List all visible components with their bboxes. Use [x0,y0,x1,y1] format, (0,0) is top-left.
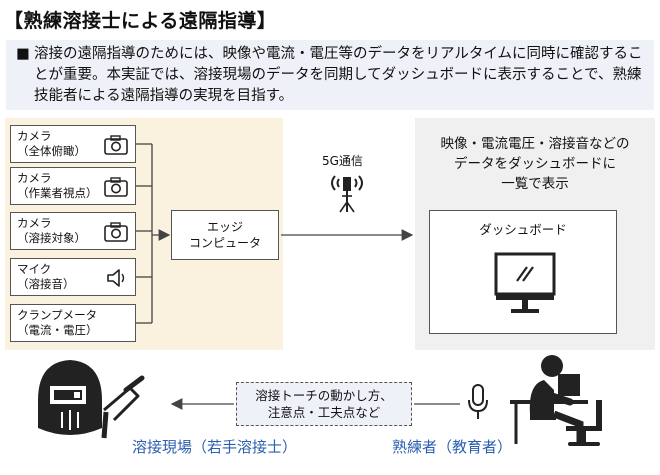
camera-icon [104,177,128,197]
intro-box: ■ 溶接の遠隔指導のためには、映像や電流・電圧等のデータをリアルタイムに同時に確… [6,40,654,110]
page-title: 【熟練溶接士による遠隔指導】 [4,10,277,32]
source-label: カメラ（作業者視点） [17,171,98,200]
expert-label: 熟練者（教育者） [392,438,513,456]
source-camera-target: カメラ（溶接対象） [10,212,136,250]
camera-icon [104,135,128,155]
bullet-mark: ■ [16,46,30,62]
site-label: 溶接現場（若手溶接士） [132,438,298,456]
source-label: マイク（溶接音） [17,262,75,291]
speaker-icon [107,269,125,287]
dashboard-label: ダッシュボード [479,222,567,237]
person-at-computer-icon [510,355,602,446]
destination-description: 映像・電流電圧・溶接音などの データをダッシュボードに 一覧で表示 [440,136,630,192]
microphone-icon [468,384,488,419]
camera-icon [104,222,128,242]
source-label: カメラ（溶接対象） [17,216,86,245]
edge-computer-box: エッジ コンピュータ [171,210,279,260]
source-clamp-meter: クランプメータ（電流・電圧） [10,304,136,342]
welder-icon [38,360,145,439]
intro-text: 溶接の遠隔指導のためには、映像や電流・電圧等のデータをリアルタイムに同時に確認す… [34,46,643,104]
source-label: クランプメータ（電流・電圧） [17,308,98,337]
dashboard-box: ダッシュボード [429,210,617,334]
source-camera-worker-view: カメラ（作業者視点） [10,167,136,205]
monitor-icon [494,252,556,313]
guidance-box: 溶接トーチの動かし方、 注意点・工夫点など [236,382,412,426]
source-label: カメラ（全体俯瞰） [17,129,86,158]
antenna-icon [331,175,363,213]
network-label: 5G通信 [322,154,363,168]
source-camera-overview: カメラ（全体俯瞰） [10,125,136,163]
source-microphone: マイク（溶接音） [10,258,136,296]
